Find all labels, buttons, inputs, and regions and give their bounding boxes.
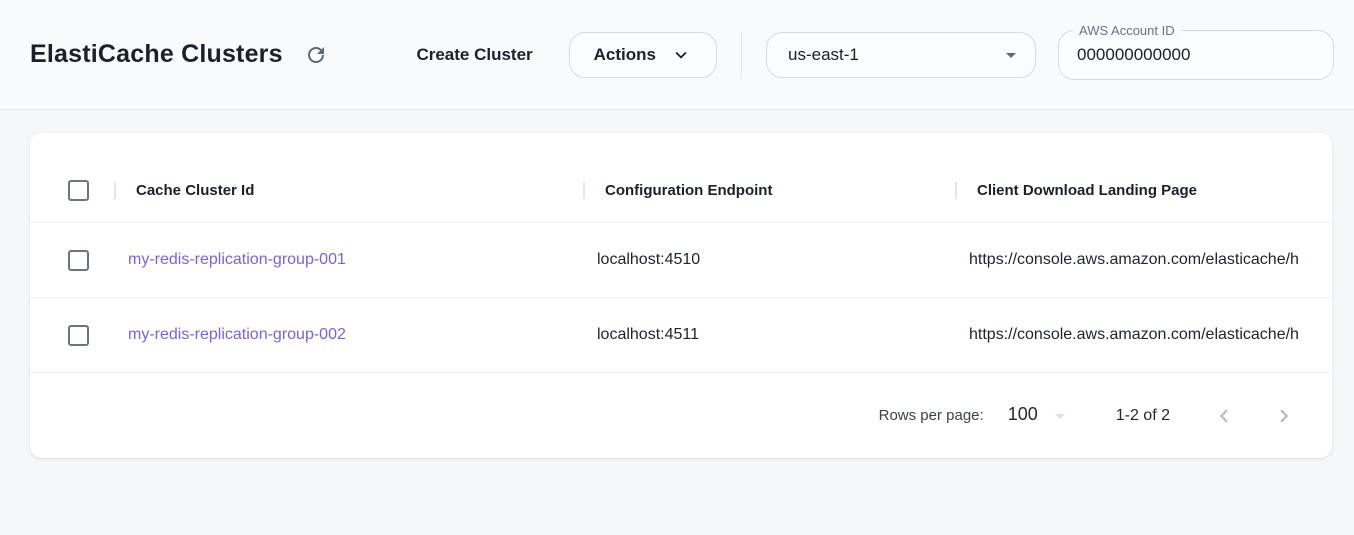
dropdown-caret-icon	[999, 43, 1023, 67]
aws-account-id-label: AWS Account ID	[1073, 21, 1181, 39]
row-checkbox[interactable]	[68, 324, 89, 346]
table-row: my-redis-replication-group-001 localhost…	[30, 223, 1332, 298]
page-title: ElastiCache Clusters	[30, 40, 283, 68]
row-select-cell	[30, 324, 114, 346]
cell-cache-cluster-id: my-redis-replication-group-002	[114, 326, 583, 344]
cluster-link[interactable]: my-redis-replication-group-001	[128, 251, 346, 268]
column-header-cache-cluster-id[interactable]: Cache Cluster Id	[114, 182, 583, 199]
chevron-left-icon	[1211, 403, 1237, 429]
actions-button-label: Actions	[593, 44, 656, 64]
pagination-range-label: 1-2 of 2	[1115, 406, 1170, 424]
cell-cache-cluster-id: my-redis-replication-group-001	[114, 251, 583, 269]
rows-per-page-label: Rows per page:	[878, 407, 984, 424]
column-header-configuration-endpoint[interactable]: Configuration Endpoint	[583, 182, 955, 199]
clusters-table-card: Cache Cluster Id Configuration Endpoint …	[30, 133, 1332, 458]
title-group: ElastiCache Clusters	[30, 38, 333, 72]
rows-per-page-select[interactable]: 100	[1008, 404, 1072, 428]
refresh-button[interactable]	[299, 38, 333, 72]
table-pagination: Rows per page: 100 1-2 of 2	[30, 373, 1332, 458]
cell-configuration-endpoint: localhost:4510	[597, 251, 701, 268]
aws-account-id-field: AWS Account ID	[1058, 21, 1334, 80]
create-cluster-button[interactable]: Create Cluster	[404, 35, 544, 75]
rows-per-page-value: 100	[1007, 403, 1038, 424]
cell-client-download-landing-page: https://console.aws.amazon.com/elasticac…	[969, 251, 1299, 268]
previous-page-button[interactable]	[1206, 398, 1242, 434]
select-all-cell	[30, 180, 114, 201]
select-all-checkbox[interactable]	[68, 180, 89, 201]
region-select-value: us-east-1	[788, 44, 859, 64]
cell-client-download-landing-page: https://console.aws.amazon.com/elasticac…	[969, 326, 1299, 343]
aws-account-id-input[interactable]	[1059, 30, 1333, 79]
main-content: Cache Cluster Id Configuration Endpoint …	[0, 133, 1354, 458]
cluster-link[interactable]: my-redis-replication-group-002	[128, 326, 346, 343]
chevron-down-icon	[670, 44, 692, 66]
table-header-row: Cache Cluster Id Configuration Endpoint …	[30, 159, 1332, 223]
chevron-right-icon	[1271, 403, 1297, 429]
toolbar-divider	[741, 31, 742, 78]
topbar-actions: Create Cluster Actions us-east-1 AWS Acc…	[404, 21, 1334, 80]
region-select[interactable]: us-east-1	[766, 31, 1036, 78]
table-row: my-redis-replication-group-002 localhost…	[30, 298, 1332, 373]
row-checkbox[interactable]	[68, 249, 89, 271]
column-header-client-download-landing-page[interactable]: Client Download Landing Page	[955, 182, 1332, 199]
topbar: ElastiCache Clusters Create Cluster Acti…	[0, 0, 1354, 110]
cell-configuration-endpoint: localhost:4511	[597, 326, 699, 343]
rows-per-page-caret-icon	[1048, 404, 1072, 428]
actions-button[interactable]: Actions	[568, 31, 717, 78]
row-select-cell	[30, 249, 114, 271]
refresh-icon	[304, 43, 328, 67]
next-page-button[interactable]	[1266, 398, 1302, 434]
